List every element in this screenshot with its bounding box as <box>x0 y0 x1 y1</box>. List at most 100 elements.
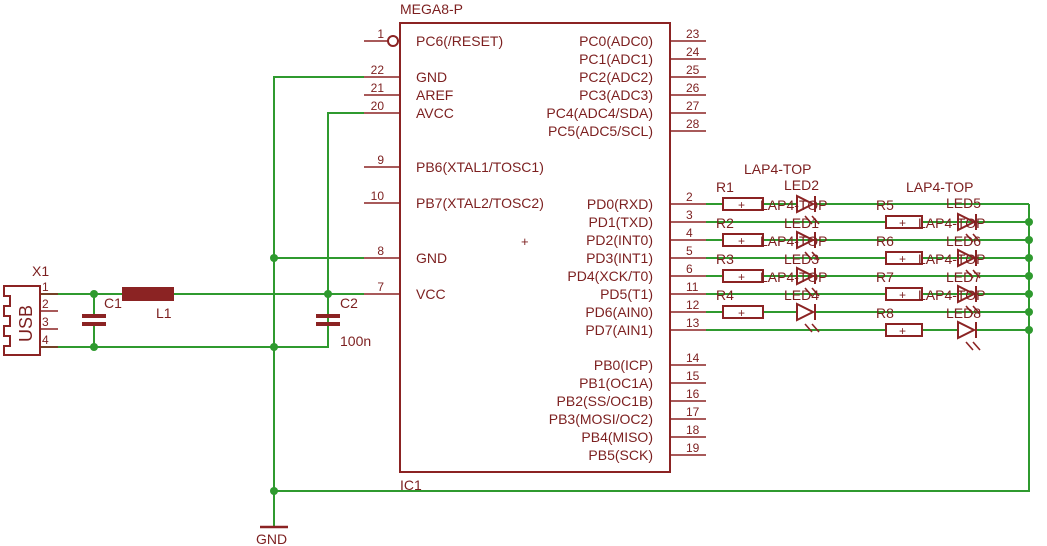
led-led3[interactable]: LED3 LAP4-TOP <box>760 251 827 297</box>
resistor-name: R7 <box>876 269 894 285</box>
usb-pin-number: 4 <box>42 333 49 347</box>
usb-name: X1 <box>32 263 49 279</box>
ic-pin-11[interactable]: 11 PD5(T1) <box>600 280 706 302</box>
pin-number: 14 <box>686 351 700 365</box>
pin-name: PD4(XCK/T0) <box>567 268 653 284</box>
pin-name: PC1(ADC1) <box>579 51 653 67</box>
junction-dot <box>1025 218 1033 226</box>
pin-number: 16 <box>686 387 700 401</box>
led-value: LAP4-TOP <box>760 233 827 249</box>
pin-name: PB5(SCK) <box>588 447 653 463</box>
led-led4[interactable]: LED4 <box>784 287 820 333</box>
pin-name: PD2(INT0) <box>586 232 653 248</box>
resistor-name: R1 <box>716 179 734 195</box>
usb-body <box>3 285 41 356</box>
capacitor-c1[interactable]: C1 <box>82 295 122 326</box>
led-name: LED6 <box>946 233 981 249</box>
pin-number: 20 <box>371 99 385 113</box>
led-led8[interactable]: LED8 <box>946 305 981 351</box>
resistor-r2[interactable]: + R2 <box>716 215 764 248</box>
capacitor-plate <box>316 322 340 326</box>
junction-dot <box>1025 236 1033 244</box>
usb-connector-x1[interactable]: X1 USB 1 2 3 4 <box>3 263 58 356</box>
led-name: LED4 <box>784 287 819 303</box>
pin-name: PC0(ADC0) <box>579 33 653 49</box>
resistor-r6[interactable]: + R6 <box>876 233 923 266</box>
pin-name: GND <box>416 250 447 266</box>
ic-pin-13[interactable]: 13 PD7(AIN1) <box>585 316 706 338</box>
capacitor-plate <box>316 314 340 318</box>
pin-number: 10 <box>371 189 385 203</box>
led-value: LAP4-TOP <box>918 251 985 267</box>
led-led7[interactable]: LED7 LAP4-TOP <box>918 269 985 315</box>
resistor-r3[interactable]: + R3 <box>716 251 764 284</box>
pin-name: PD0(RXD) <box>587 196 653 212</box>
ic-body <box>399 22 671 473</box>
led-led2[interactable]: LAP4-TOP LED2 LAP4-TOP <box>744 161 827 225</box>
junction-dot <box>90 290 98 298</box>
led-led5[interactable]: LAP4-TOP LED5 LAP4-TOP <box>906 179 985 243</box>
resistor-r4[interactable]: + R4 <box>716 287 764 320</box>
capacitor-c2[interactable]: C2 100n <box>316 295 371 349</box>
pin-name: PD3(INT1) <box>586 250 653 266</box>
pin-number: 8 <box>377 244 384 258</box>
pin-number: 5 <box>686 244 693 258</box>
capacitor-plate <box>82 322 106 326</box>
pin-number: 11 <box>686 280 699 294</box>
led-value: LAP4-TOP <box>918 287 985 303</box>
resistor-r7[interactable]: + R7 <box>876 269 923 302</box>
junction-dot <box>1025 254 1033 262</box>
pin-name: PD5(T1) <box>600 286 653 302</box>
ic-pin-10[interactable]: 10 PB7(XTAL2/TOSC2) <box>364 189 544 211</box>
pin-number: 7 <box>377 280 384 294</box>
svg-text:+: + <box>899 288 906 302</box>
led-led6[interactable]: LED6 LAP4-TOP <box>918 233 985 279</box>
ic-value: MEGA8-P <box>400 1 463 17</box>
led-name: LED5 <box>946 195 981 211</box>
pin-name: PB7(XTAL2/TOSC2) <box>416 195 544 211</box>
pin-name: PC2(ADC2) <box>579 69 653 85</box>
resistor-r8[interactable]: + R8 <box>876 305 923 338</box>
ic-pin-8[interactable]: 8 GND <box>364 244 447 266</box>
pin-number: 17 <box>686 405 700 419</box>
inductor-l1[interactable]: L1 <box>122 287 174 321</box>
pin-name: PD7(AIN1) <box>585 322 653 338</box>
junction-dot <box>1025 308 1033 316</box>
svg-text:+: + <box>899 252 906 266</box>
resistor-r1[interactable]: + R1 <box>716 179 764 212</box>
junction-dot <box>270 343 278 351</box>
resistor-r5[interactable]: + R5 <box>876 197 923 230</box>
led-name: LED7 <box>946 269 981 285</box>
pin-number: 13 <box>686 316 700 330</box>
wires <box>40 76 1030 526</box>
usb-label: USB <box>16 305 36 342</box>
led-led1[interactable]: LED1 LAP4-TOP <box>760 215 827 261</box>
led-name: LED1 <box>784 215 819 231</box>
ic-pin-5[interactable]: 5 PD3(INT1) <box>586 244 706 266</box>
ground-symbol[interactable]: GND <box>256 525 288 546</box>
